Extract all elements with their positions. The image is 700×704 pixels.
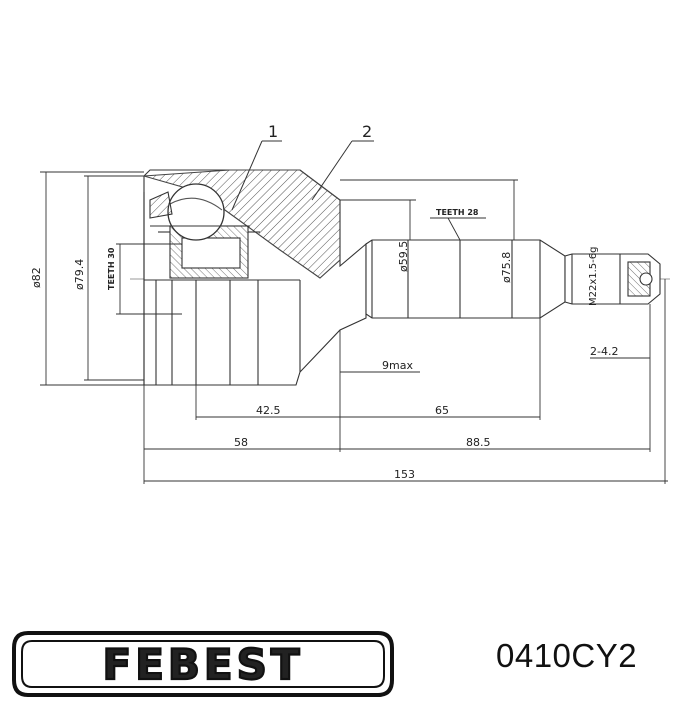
bottom-dimension-lines: [143, 279, 668, 484]
dim-thread: M22x1.5-6g: [588, 247, 599, 307]
dim-88-5: 88.5: [466, 436, 491, 449]
shaft-dimension-lines: [340, 179, 518, 241]
part-number: 0410CY2: [496, 637, 638, 674]
dim-range: 2-4.2: [590, 345, 618, 358]
logo-text: FEBEST: [103, 640, 304, 689]
dim-153: 153: [394, 468, 415, 481]
dim-d79-4: ø79.4: [73, 259, 86, 290]
dim-65: 65: [435, 404, 449, 417]
stub-shaft: [365, 239, 661, 319]
dim-teeth28: TEETH 28: [436, 208, 479, 217]
dim-d59-5: ø59.5: [397, 241, 410, 272]
dim-d75-8: ø75.8: [500, 252, 513, 283]
dim-58: 58: [234, 436, 248, 449]
febest-logo: FEBEST: [12, 631, 394, 697]
callout-leaders: [231, 140, 374, 211]
dim-42-5: 42.5: [256, 404, 281, 417]
dim-d82: ø82: [30, 267, 43, 288]
left-dimension-lines: [40, 171, 182, 386]
outer-housing: [143, 169, 367, 386]
dim-9max: 9max: [382, 359, 413, 372]
callout-1: 1: [268, 122, 278, 141]
callout-2: 2: [362, 122, 372, 141]
dim-teeth30: TEETH 30: [107, 247, 116, 290]
